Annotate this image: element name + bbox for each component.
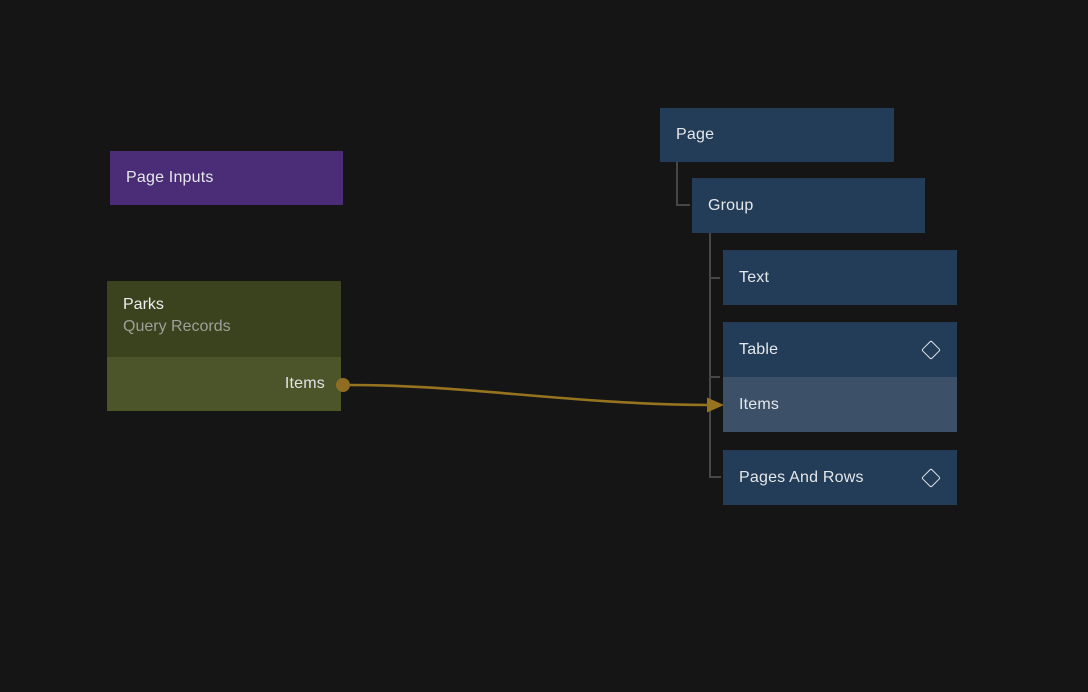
tree-node-items-highlighted[interactable]: Items (723, 377, 957, 432)
tree-node-page-label: Page (676, 126, 715, 143)
tree-node-table-label: Table (739, 340, 779, 358)
tree-node-text[interactable]: Text (723, 250, 957, 305)
tree-node-text-label: Text (739, 268, 770, 286)
tree-node-group-label: Group (708, 196, 754, 214)
tree-node-group[interactable]: Group (692, 178, 925, 233)
tree-node-items-label: Items (739, 395, 780, 413)
node-query-title: Parks (123, 296, 164, 313)
output-port-label: Items (284, 375, 325, 392)
node-query-header: Parks Query Records (107, 281, 341, 357)
tree-node-table[interactable]: Table (723, 322, 957, 377)
tree-node-page[interactable]: Page (660, 108, 894, 162)
edge-arrowhead-icon (707, 397, 724, 413)
tree-node-pages-and-rows[interactable]: Pages And Rows (723, 450, 957, 505)
node-query-subtitle: Query Records (123, 318, 231, 335)
tree-node-pages-and-rows-label: Pages And Rows (739, 468, 864, 486)
edge-items-to-items[interactable] (336, 378, 724, 413)
node-page-inputs-label: Page Inputs (126, 169, 214, 186)
node-page-inputs[interactable]: Page Inputs (110, 151, 343, 205)
diamond-icon (921, 339, 941, 360)
diamond-icon (921, 467, 941, 488)
node-query-records[interactable]: Parks Query Records Items (107, 281, 341, 411)
edge-path[interactable] (349, 383, 710, 407)
output-port-row-items[interactable]: Items (107, 357, 341, 411)
